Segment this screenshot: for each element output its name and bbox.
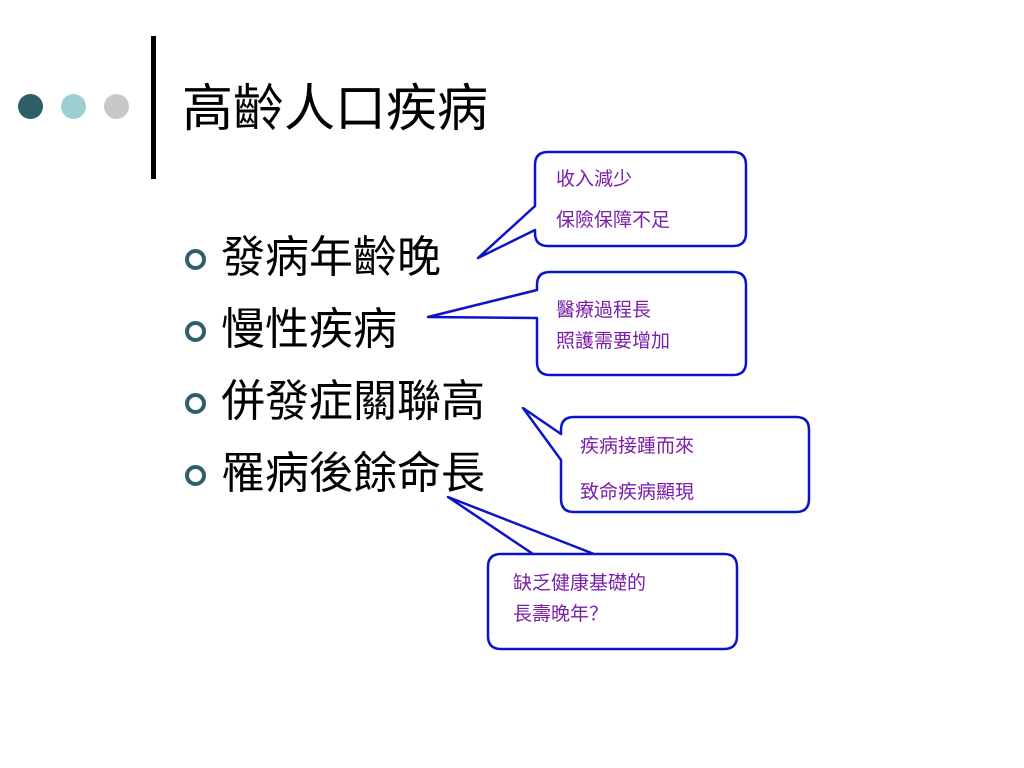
- bullet-ring-icon: [185, 249, 206, 270]
- bullet-text: 併發症關聯高: [221, 376, 485, 427]
- slide-title: 高齡人口疾病: [182, 80, 489, 139]
- callout-bubble-3: [521, 406, 811, 514]
- decor-dot-teal: [61, 94, 86, 119]
- callout-bubble-1: [476, 150, 748, 260]
- bullet-item: 併發症關聯高: [185, 366, 485, 438]
- callout-4-line-1: 缺乏健康基礎的: [513, 572, 647, 594]
- bullet-text: 發病年齡晚: [221, 232, 441, 283]
- title-divider-line: [151, 36, 156, 179]
- bullet-ring-icon: [185, 465, 206, 486]
- decor-dot-gray: [104, 94, 129, 119]
- callout-1-line-2: 保險保障不足: [556, 209, 671, 231]
- bullet-list: 發病年齡晚 慢性疾病 併發症關聯高 罹病後餘命長: [185, 222, 485, 510]
- callout-2-line-2: 照護需要增加: [556, 330, 671, 352]
- bullet-item: 發病年齡晚: [185, 222, 485, 294]
- callout-bubble-2: [426, 270, 748, 377]
- callout-bubble-4: [446, 495, 739, 651]
- bullet-item: 罹病後餘命長: [185, 438, 485, 510]
- callout-3-line-1: 疾病接踵而來: [580, 435, 695, 457]
- bullet-ring-icon: [185, 393, 206, 414]
- decor-dot-dark: [18, 94, 43, 119]
- callout-4-line-2: 長壽晚年？: [513, 603, 609, 625]
- callout-3-line-2: 致命疾病顯現: [580, 481, 695, 503]
- bullet-text: 慢性疾病: [221, 304, 397, 355]
- bullet-ring-icon: [185, 321, 206, 342]
- callout-2-line-1: 醫療過程長: [556, 299, 652, 321]
- callout-1-line-1: 收入減少: [556, 168, 633, 190]
- bullet-item: 慢性疾病: [185, 294, 485, 366]
- bullet-text: 罹病後餘命長: [221, 448, 485, 499]
